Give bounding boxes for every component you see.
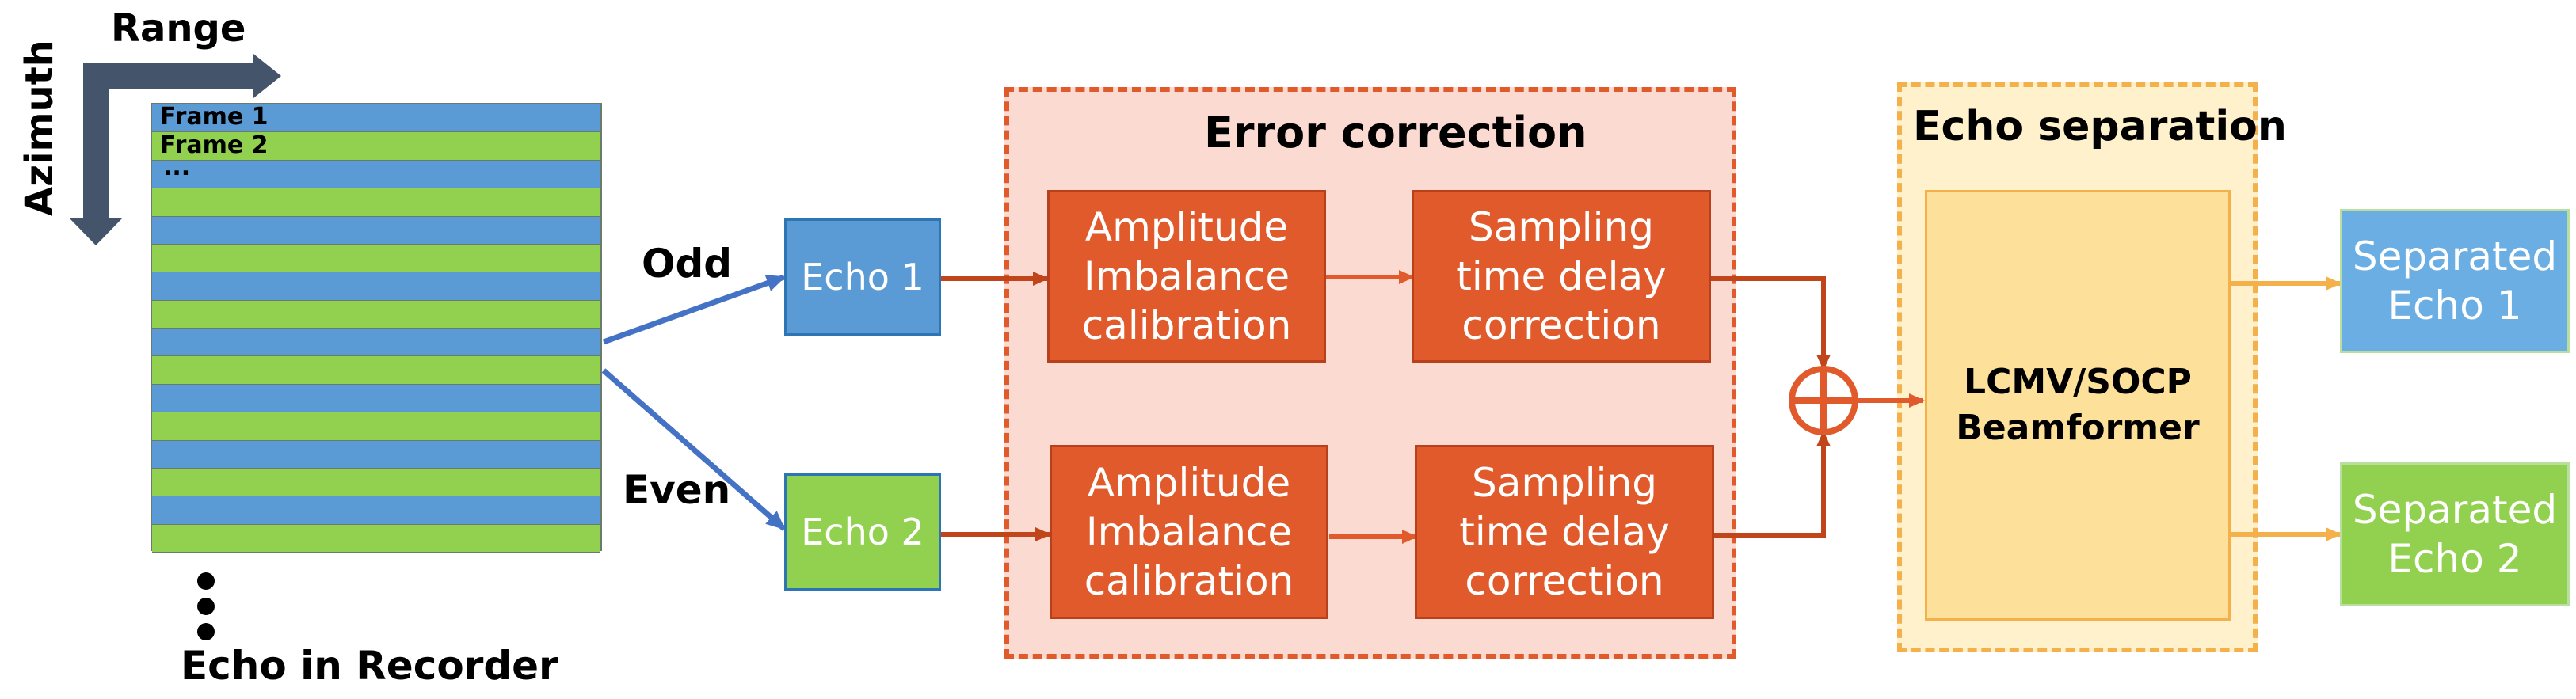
- recorder-frame-stripe: [152, 329, 600, 357]
- echo1-box: Echo 1: [784, 218, 941, 336]
- recorder-frame-stripe: [152, 160, 600, 189]
- echo-separation-title: Echo separation: [1913, 103, 2287, 150]
- azimuth-arrow-icon: [69, 63, 123, 245]
- frame-ellipsis: ...: [163, 154, 191, 181]
- recorder-frame-stripe: [152, 300, 600, 329]
- recorder-frame-stripe: [152, 440, 600, 469]
- frame1-label: Frame 1: [160, 103, 269, 131]
- range-label: Range: [111, 6, 246, 51]
- recorder-frame-stripe: [152, 132, 600, 161]
- recorder-frame-stripe: [152, 468, 600, 497]
- recorder-caption: Echo in Recorder: [181, 643, 558, 689]
- sampling-correction-1: Sampling time delay correction: [1412, 190, 1711, 363]
- recorder-frame-stripe: [152, 384, 600, 413]
- sampling-correction-2: Sampling time delay correction: [1415, 445, 1714, 619]
- continuation-dots-icon: [197, 572, 215, 640]
- amplitude-calibration-2: Amplitude Imbalance calibration: [1050, 445, 1328, 619]
- recorder-frame-stripe: [152, 496, 600, 525]
- samp1-to-adder: [1711, 276, 1831, 370]
- recorder-frame-stripe: [152, 272, 600, 301]
- beamformer-box: LCMV/SOCP Beamformer: [1925, 190, 2231, 621]
- separated-echo1-box: Separated Echo 1: [2340, 209, 2570, 353]
- frame2-label: Frame 2: [160, 131, 269, 159]
- recorder-frame-stripe: [152, 356, 600, 385]
- recorder-frame-stripe: [152, 216, 600, 245]
- amplitude-calibration-1: Amplitude Imbalance calibration: [1047, 190, 1326, 363]
- recorder-frame-stripe: [152, 188, 600, 217]
- recorder-frames: [151, 103, 602, 553]
- recorder-frame-stripe: [152, 524, 600, 553]
- odd-arrow: [602, 274, 786, 345]
- even-label: Even: [623, 467, 731, 513]
- separated-echo2-box: Separated Echo 2: [2340, 462, 2570, 606]
- odd-label: Odd: [642, 241, 733, 287]
- error-correction-title: Error correction: [1204, 108, 1587, 158]
- recorder-frame-stripe: [152, 244, 600, 273]
- recorder-frame-stripe: [152, 104, 600, 133]
- echo2-box: Echo 2: [784, 473, 941, 591]
- even-arrow: [601, 368, 787, 531]
- range-arrow-icon: [83, 54, 281, 98]
- samp2-to-adder: [1714, 431, 1831, 538]
- recorder-frame-stripe: [152, 412, 600, 441]
